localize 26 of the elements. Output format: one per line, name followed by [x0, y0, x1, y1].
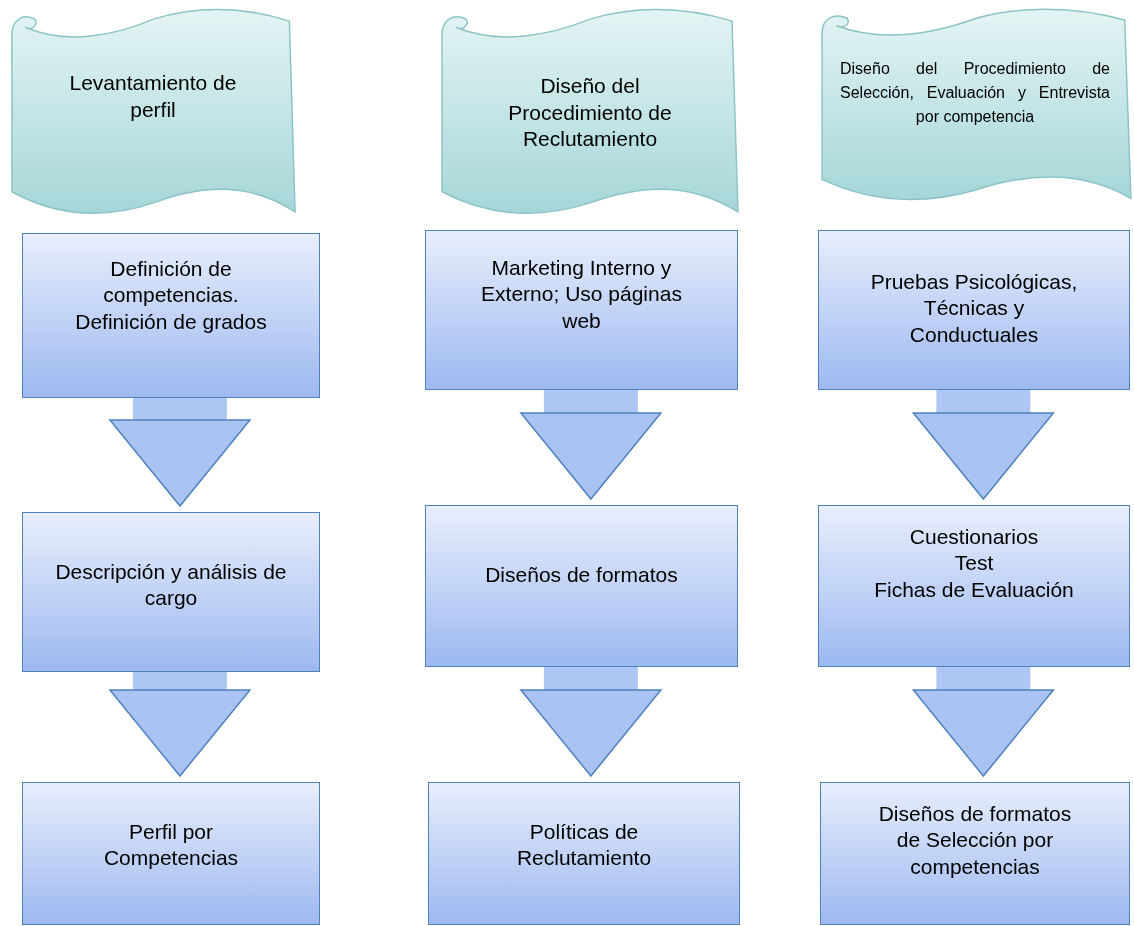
banner-title: Levantamiento de perfil [68, 70, 238, 123]
box-text: Descripción y análisis de cargo [54, 559, 288, 612]
process-box [22, 782, 320, 925]
box-text: Diseños de formatos [484, 562, 679, 588]
banner-title: Diseño del Procedimiento de Selección, Evaluación y Entrevista por competencia [840, 59, 1110, 127]
process-box [425, 505, 738, 667]
box-text: Definición de competencias. Definición de grados [74, 256, 268, 335]
process-box [22, 512, 320, 672]
box-text: Diseños de formatos de Selección por competencias [877, 801, 1073, 880]
block-arrow [520, 667, 662, 777]
process-box [428, 782, 740, 925]
box-text: Cuestionarios [908, 524, 1040, 550]
box-text: Marketing Interno y Externo; Uso páginas web [480, 255, 683, 334]
box-text: Fichas de Evaluación [873, 576, 1075, 603]
block-arrow [109, 672, 251, 777]
process-box [425, 230, 738, 390]
block-arrow [912, 667, 1055, 777]
box-text: Políticas de Reclutamiento [515, 819, 653, 872]
process-box [820, 782, 1130, 925]
process-box [818, 230, 1130, 390]
process-box [22, 233, 320, 398]
box-text: Pruebas Psicológicas, Técnicas y Conductuales [869, 269, 1079, 348]
process-box [818, 505, 1130, 667]
box-text: Perfil por Competencias [102, 819, 240, 872]
box-text: Test [953, 550, 995, 577]
banner-title: Diseño del Procedimiento de Reclutamiento [507, 73, 673, 153]
